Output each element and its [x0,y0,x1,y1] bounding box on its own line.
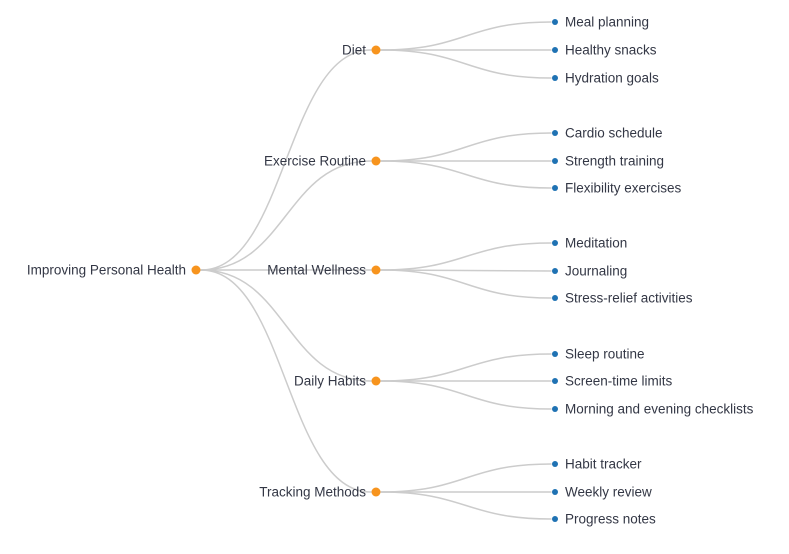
node-label-morning-and-evening-checklists: Morning and evening checklists [565,401,754,417]
node-branch-tracking-methods[interactable] [371,487,381,497]
node-leaf-habit-tracker[interactable] [552,461,558,467]
node-label-sleep-routine: Sleep routine [565,346,645,362]
node-leaf-screen-time-limits[interactable] [552,378,558,384]
node-label-strength-training: Strength training [565,153,665,169]
edge-mental-wellness-to-journaling [380,269,552,272]
edge-tracking-methods-to-habit-tracker [380,463,552,493]
node-label-exercise-routine: Exercise Routine [263,153,366,169]
node-branch-exercise-routine[interactable] [371,156,381,166]
node-leaf-sleep-routine[interactable] [552,351,558,357]
node-leaf-stress-relief-activities[interactable] [552,295,558,301]
node-branch-diet[interactable] [371,45,381,55]
edge-diet-to-meal-planning [380,21,552,51]
edge-exercise-routine-to-cardio-schedule [380,132,552,162]
node-label-root: Improving Personal Health [26,262,186,278]
node-label-diet: Diet [341,42,366,58]
node-label-tracking-methods: Tracking Methods [259,484,366,500]
node-label-cardio-schedule: Cardio schedule [565,125,663,141]
node-label-screen-time-limits: Screen-time limits [565,373,673,389]
edge-exercise-routine-to-flexibility-exercises [380,160,552,189]
edge-diet-to-hydration-goals [380,49,552,79]
edge-daily-habits-to-sleep-routine [380,353,552,382]
edge-root-to-exercise-routine [200,160,372,271]
node-leaf-morning-and-evening-checklists[interactable] [552,406,558,412]
node-label-stress-relief-activities: Stress-relief activities [565,290,693,306]
edge-root-to-daily-habits [200,269,372,382]
node-label-progress-notes: Progress notes [565,511,656,527]
node-leaf-progress-notes[interactable] [552,516,558,522]
node-leaf-journaling[interactable] [552,268,558,274]
node-label-daily-habits: Daily Habits [293,373,366,389]
node-label-weekly-review: Weekly review [565,484,652,500]
edge-mental-wellness-to-meditation [380,242,552,271]
node-branch-daily-habits[interactable] [371,376,381,386]
node-label-mental-wellness: Mental Wellness [267,262,366,278]
node-root[interactable] [191,265,201,275]
node-leaf-hydration-goals[interactable] [552,75,558,81]
node-branch-mental-wellness[interactable] [371,265,381,275]
node-label-meditation: Meditation [565,235,628,251]
edge-mental-wellness-to-stress-relief-activities [380,269,552,299]
node-leaf-strength-training[interactable] [552,158,558,164]
node-leaf-cardio-schedule[interactable] [552,130,558,136]
node-label-journaling: Journaling [565,263,628,279]
node-leaf-healthy-snacks[interactable] [552,47,558,53]
node-leaf-weekly-review[interactable] [552,489,558,495]
node-label-meal-planning: Meal planning [565,14,650,30]
node-leaf-meal-planning[interactable] [552,19,558,25]
node-label-habit-tracker: Habit tracker [565,456,642,472]
node-leaf-meditation[interactable] [552,240,558,246]
edge-tracking-methods-to-progress-notes [380,491,552,520]
edge-daily-habits-to-morning-and-evening-checklists [380,380,552,410]
node-label-flexibility-exercises: Flexibility exercises [565,180,682,196]
node-leaf-flexibility-exercises[interactable] [552,185,558,191]
node-label-healthy-snacks: Healthy snacks [565,42,657,58]
node-label-hydration-goals: Hydration goals [565,70,659,86]
